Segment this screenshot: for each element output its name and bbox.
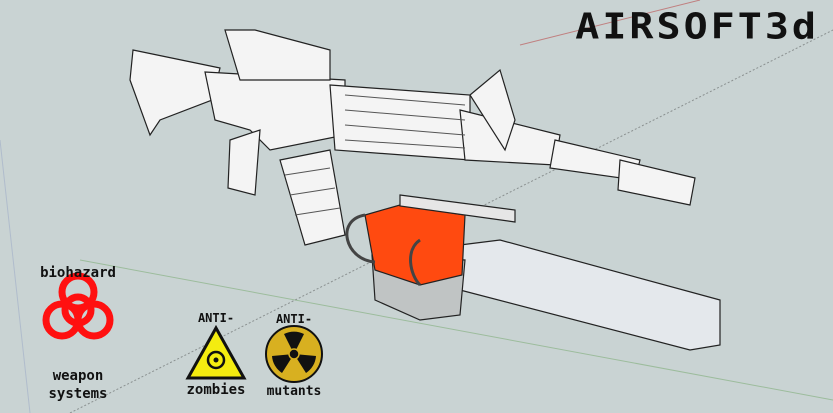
- biohazard-warning-icon: [185, 324, 247, 380]
- chainsaw-rail: [399, 194, 516, 223]
- zombies-label: zombies: [186, 382, 246, 398]
- anti-mutants-top-label: ANTI-: [275, 312, 313, 326]
- airsoft3d-logo: AIRSOFT3d: [575, 6, 819, 48]
- mutants-label: mutants: [266, 384, 322, 399]
- biohazard-label: biohazard: [40, 265, 116, 281]
- systems-label: systems: [48, 386, 108, 402]
- radiation-icon: [265, 325, 323, 383]
- red-axis: [519, 0, 701, 46]
- biohazard-red-icon: [42, 272, 114, 340]
- rifle-model: [129, 29, 696, 246]
- weapon-label: weapon: [52, 368, 104, 384]
- chainsaw-cable: [345, 213, 422, 287]
- chainsaw-bar: [459, 239, 721, 351]
- anti-zombies-top-label: ANTI-: [197, 311, 235, 325]
- chainsaw-model: [345, 194, 721, 351]
- guide-line: [0, 139, 31, 413]
- green-axis: [79, 259, 833, 401]
